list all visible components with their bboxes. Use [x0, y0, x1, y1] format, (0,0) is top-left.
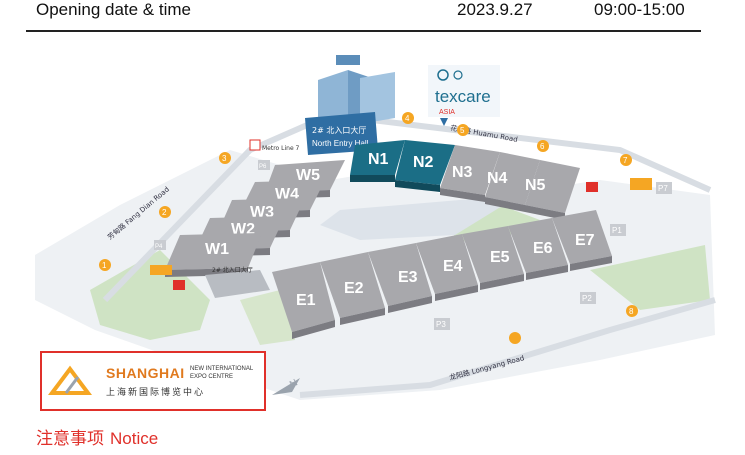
hall-N2[interactable]: N2: [395, 140, 455, 192]
hall-E4[interactable]: E4: [416, 234, 478, 301]
hall-label: W5: [296, 167, 320, 184]
gate-5[interactable]: 5: [457, 124, 469, 136]
parking-P3[interactable]: P3: [434, 318, 450, 330]
entry-hall-cn: 2# 北入口大厅: [312, 125, 366, 135]
hall-label: N4: [487, 170, 508, 187]
parking-label: P1: [612, 226, 622, 235]
hall-N4[interactable]: N4: [485, 152, 540, 212]
metro: Metro Line 7: [249, 139, 300, 152]
gate-8[interactable]: 8: [626, 305, 638, 317]
logo-cn: 上海新国际博览中心: [106, 388, 206, 398]
logo-line1: NEW INTERNATIONAL: [190, 366, 254, 372]
opening-date-time-label: Opening date & time: [36, 0, 191, 19]
parking-P2[interactable]: P2: [580, 292, 596, 304]
texcare-name: texcare: [435, 87, 491, 106]
west-entry-label: 2# 北入口大厅: [212, 266, 253, 274]
texcare-globe-icon: [453, 70, 463, 80]
gate-3[interactable]: 3: [219, 152, 231, 164]
hall-E6[interactable]: E6: [508, 218, 568, 280]
hall-label: N1: [368, 151, 389, 168]
texcare-pointer-icon: [440, 118, 448, 126]
hall-label: E4: [443, 258, 463, 275]
hall-N1[interactable]: N1: [350, 140, 405, 182]
texcare-emblem-icon: [437, 69, 449, 81]
parking-P1[interactable]: P1: [610, 224, 626, 236]
parking-label: P7: [658, 184, 668, 193]
west-entry-building: 2# 北入口大厅: [205, 266, 270, 298]
hall-E5[interactable]: E5: [462, 226, 524, 290]
gate-number: 1: [102, 261, 107, 270]
hall-label: N2: [413, 154, 434, 171]
texcare-sub: ASIA: [439, 109, 455, 116]
hall-label: E2: [344, 280, 364, 297]
header-divider: [26, 30, 701, 32]
gate-4[interactable]: 4: [402, 112, 414, 124]
parking-label: P6: [259, 164, 267, 170]
hall-label: N3: [452, 164, 473, 181]
parking: P1 P2 P3 P4 P6 P7: [154, 160, 672, 330]
parking-P7[interactable]: P7: [656, 182, 672, 194]
hall-label: E5: [490, 249, 510, 266]
taxi-icon: [173, 280, 185, 290]
parking-P6[interactable]: P6: [258, 160, 270, 170]
gate-1[interactable]: 1: [99, 259, 111, 271]
notice-heading[interactable]: 注意事项 Notice: [36, 424, 158, 449]
gate-number: 6: [540, 142, 545, 151]
hall-N5[interactable]: N5: [525, 160, 580, 220]
hall-label: E1: [296, 292, 316, 309]
south-gate-marker: [509, 332, 521, 344]
gate-number: 3: [222, 154, 227, 163]
gate-number: 2: [162, 208, 167, 217]
notice-cn: 注意事项: [36, 429, 104, 448]
svg-text:N: N: [288, 377, 300, 390]
metro-icon: [249, 139, 261, 151]
entry-hall-en: North Entry Hall: [312, 139, 369, 148]
hall-label: E7: [575, 232, 595, 249]
parking-label: P4: [155, 244, 163, 250]
opening-date: 2023.9.27: [457, 0, 533, 19]
hall-E2[interactable]: E2: [320, 252, 385, 325]
metro-label: Metro Line 7: [262, 145, 300, 152]
logo-brand: SHANGHAI: [106, 365, 185, 381]
gate-6[interactable]: 6: [537, 140, 549, 152]
texcare-badge: texcare ASIA: [428, 65, 500, 126]
gate-number: 8: [629, 307, 634, 316]
logo-mark-icon: [48, 365, 92, 395]
hall-E1[interactable]: E1: [272, 262, 335, 339]
gate-2[interactable]: 2: [159, 206, 171, 218]
gate-7[interactable]: 7: [620, 154, 632, 166]
info-sign-icon: [150, 265, 172, 275]
parking-P4[interactable]: P4: [154, 240, 166, 250]
north-entry-hall-sign: 2# 北入口大厅 North Entry Hall: [305, 112, 378, 155]
west-halls: W5 W4 W3 W2 W1: [165, 160, 345, 277]
tower-sign: [336, 55, 360, 65]
opening-time: 09:00-15:00: [594, 0, 685, 19]
info-sign-icon: [630, 178, 652, 190]
hall-E3[interactable]: E3: [368, 243, 432, 313]
gate-number: 4: [405, 114, 410, 123]
logo-line2: EXPO CENTRE: [190, 374, 234, 380]
north-halls: N1 N2 N3 N4 N5: [350, 140, 580, 220]
taxi-icon: [586, 182, 598, 192]
hall-label: N5: [525, 177, 546, 194]
gate-number: 5: [460, 126, 465, 135]
parking-label: P3: [436, 320, 446, 329]
compass-icon: N: [272, 377, 300, 395]
hall-label: E6: [533, 240, 553, 257]
venue-logo: SHANGHAI NEW INTERNATIONAL EXPO CENTRE 上…: [40, 351, 266, 411]
east-halls: E1 E2 E3 E4 E5 E6 E7: [272, 210, 612, 339]
gate-number: 7: [623, 156, 628, 165]
hall-label: E3: [398, 269, 418, 286]
hall-label: W1: [205, 241, 229, 258]
gates: 1 2 3 4 5 6 7 8: [99, 112, 638, 344]
notice-en: Notice: [110, 429, 159, 448]
hall-E7[interactable]: E7: [552, 210, 612, 271]
parking-label: P2: [582, 294, 592, 303]
hall-N3[interactable]: N3: [440, 145, 500, 202]
